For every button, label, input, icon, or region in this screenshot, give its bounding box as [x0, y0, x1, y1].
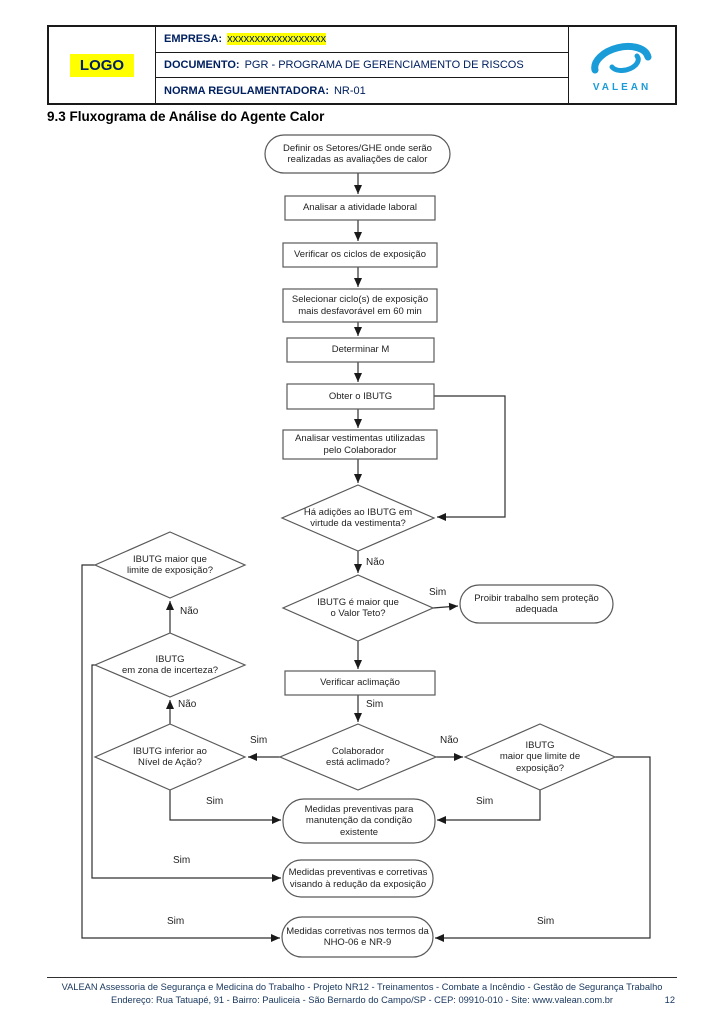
analisar-vestimentas-shape — [282, 429, 438, 460]
esta-aclimado-diamond-shape — [278, 723, 438, 791]
norma-label: NORMA REGULAMENTADORA: — [164, 84, 329, 97]
edge-label-nao-adicoes: Não — [366, 557, 385, 568]
edge-label-sim-incerteza: Sim — [173, 855, 191, 866]
footer-address: Endereço: Rua Tatuapé, 91 - Bairro: Paul… — [111, 994, 613, 1005]
page-number: 12 — [664, 995, 675, 1005]
documento-row: DOCUMENTO: PGR - PROGRAMA DE GERENCIAMEN… — [156, 53, 568, 79]
selecionar-ciclo-shape — [282, 288, 438, 323]
empresa-row: EMPRESA: xxxxxxxxxxxxxxxxxx — [156, 27, 568, 53]
edge-label-nao-aclimado: Não — [440, 735, 459, 746]
medidas-corretivas-shape — [281, 916, 434, 958]
logo-cell: LOGO — [49, 27, 156, 103]
edge-label-nao-inferior: Não — [178, 699, 197, 710]
documento-label: DOCUMENTO: — [164, 59, 240, 71]
empresa-value: xxxxxxxxxxxxxxxxxx — [227, 33, 327, 46]
edge-label-sim-maiorlimite-esq: Sim — [167, 916, 185, 927]
verificar-ciclos-shape — [282, 242, 438, 268]
empresa-label: EMPRESA: — [164, 33, 223, 46]
ha-adicoes-diamond-shape — [280, 484, 436, 552]
obter-ibutg-shape — [286, 383, 435, 410]
edge-maiorlimitedir-corretivas — [435, 756, 651, 942]
footer-line1: VALEAN Assessoria de Segurança e Medicin… — [61, 982, 663, 992]
header-fields: EMPRESA: xxxxxxxxxxxxxxxxxx DOCUMENTO: P… — [156, 27, 568, 103]
edge-label-sim-valorteto: Sim — [429, 587, 447, 598]
edge-label-sim-inferior: Sim — [206, 796, 224, 807]
edge-label-sim-maiorlimite-dir: Sim — [476, 796, 494, 807]
edge-label-sim-aclimacao: Sim — [366, 699, 384, 710]
medidas-prev-corretivas-shape — [282, 859, 434, 898]
medidas-preventivas-shape — [282, 798, 436, 844]
verificar-aclimacao-shape — [284, 670, 436, 696]
determinar-m-shape — [286, 337, 435, 363]
section-title: 9.3 Fluxograma de Análise do Agente Calo… — [47, 109, 325, 124]
documento-value: PGR - PROGRAMA DE GERENCIAMENTO DE RISCO… — [244, 59, 524, 71]
maior-limite-dir-diamond-shape — [463, 723, 617, 791]
proibir-oval-shape — [459, 584, 614, 624]
edge-maiorlimiteesq-corretivas — [81, 564, 280, 942]
header-table: LOGO EMPRESA: xxxxxxxxxxxxxxxxxx DOCUMEN… — [47, 25, 677, 105]
edge-inferior-preventivas — [169, 790, 281, 824]
edge-valorteto-proibir — [432, 602, 459, 611]
page-footer: VALEAN Assessoria de Segurança e Medicin… — [47, 977, 677, 1006]
brand-cell: VALEAN — [568, 27, 675, 103]
edge-maiorlimitedir-preventivas — [437, 790, 541, 824]
maior-valorteto-diamond-shape — [281, 574, 435, 642]
valean-swirl-icon — [591, 42, 652, 73]
logo-placeholder: LOGO — [69, 53, 135, 77]
norma-row: NORMA REGULAMENTADORA: NR-01 — [156, 78, 568, 103]
edge-label-sim-aclimado: Sim — [250, 735, 268, 746]
inferior-nivelacao-diamond-shape — [93, 723, 247, 791]
edge-label-sim-corretivas-dir: Sim — [537, 916, 555, 927]
maior-limite-esq-diamond-shape — [93, 531, 247, 599]
edge-label-nao-incerteza: Não — [180, 606, 199, 617]
edge-obter-loop-adicoes — [434, 395, 506, 521]
start-oval-shape — [264, 134, 451, 174]
brand-wordmark: VALEAN — [592, 81, 652, 93]
analisar-atividade-shape — [284, 195, 436, 221]
norma-value: NR-01 — [333, 84, 366, 97]
zona-incerteza-diamond-shape — [93, 632, 247, 698]
